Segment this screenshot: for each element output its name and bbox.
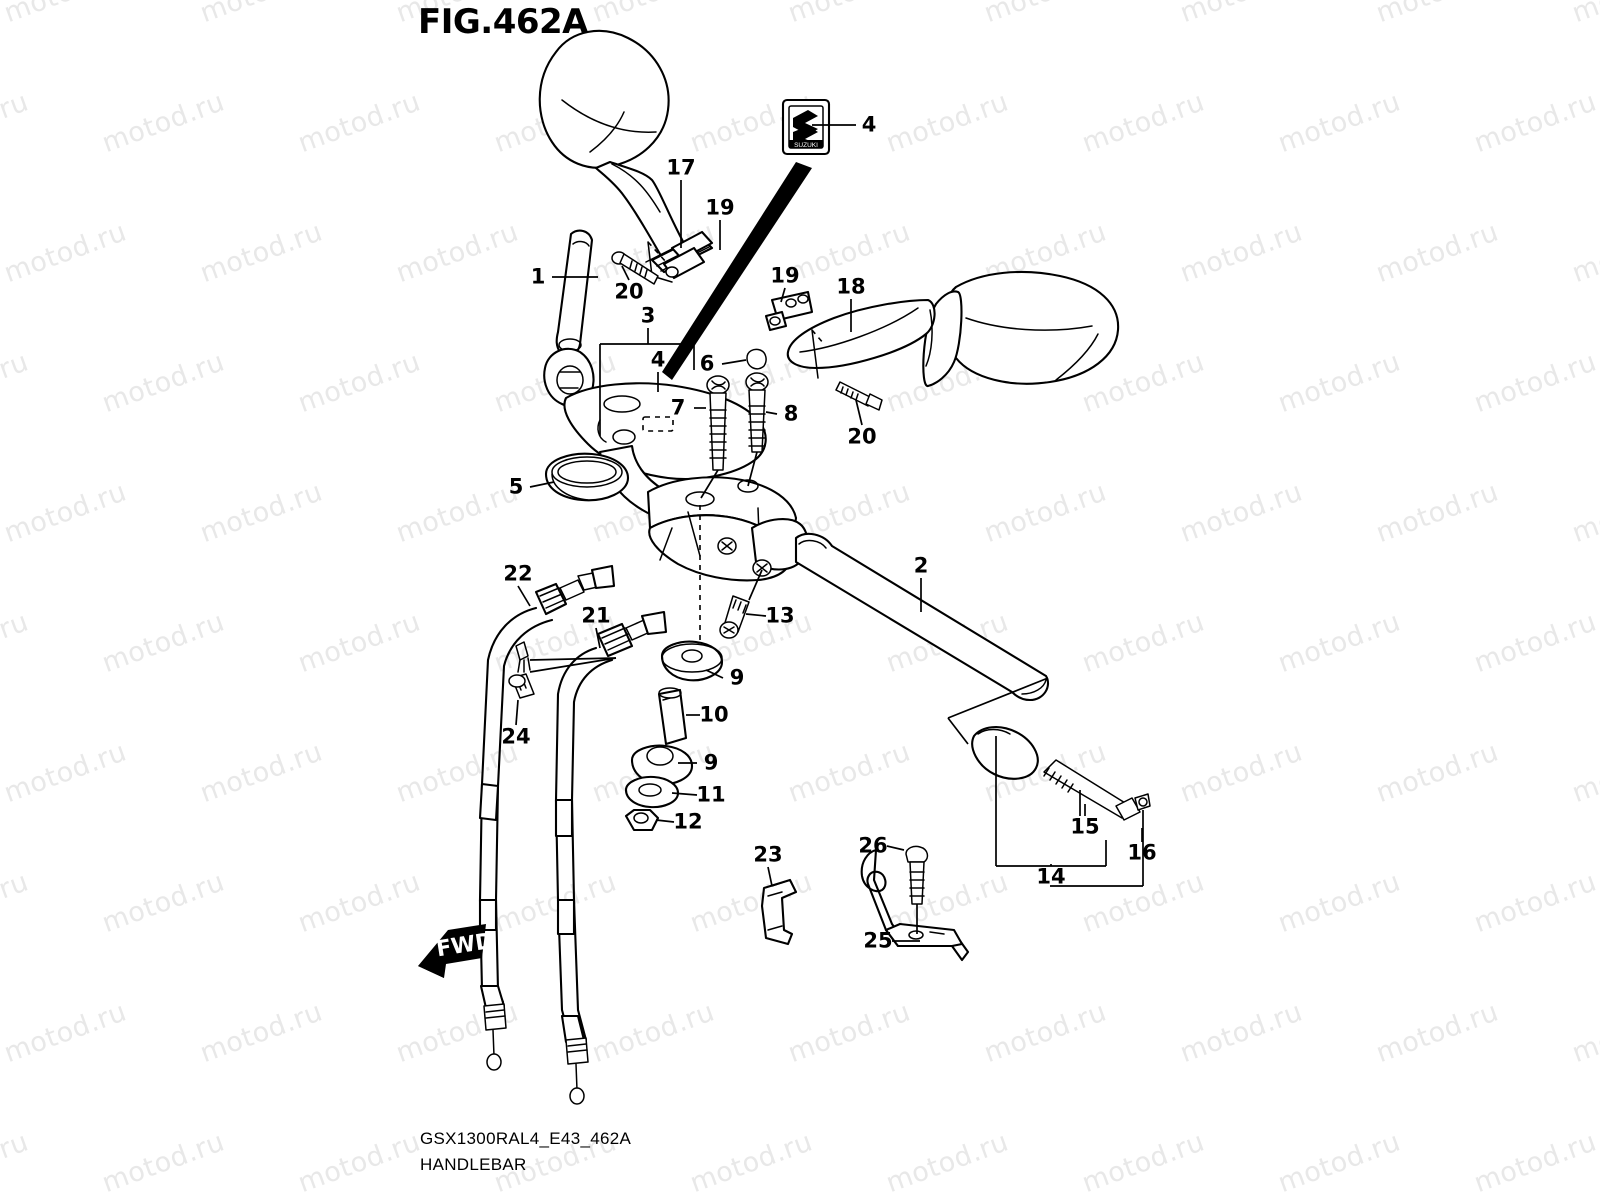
callout-cushion-upper: 9: [729, 665, 745, 690]
callout-cable-throttle-pull: 21: [581, 603, 611, 628]
washer-part: [624, 775, 680, 809]
callout-emblem-suzuki-mount: 4: [650, 347, 666, 372]
figure-footer: GSX1300RAL4_E43_462A HANDLEBAR: [420, 1126, 631, 1178]
screw-part: [719, 569, 763, 639]
callout-seal-ring: 5: [508, 474, 524, 499]
collar-part: [657, 687, 688, 746]
callout-nut: 12: [673, 809, 703, 834]
callout-handlebar-holder: 3: [640, 303, 656, 328]
callout-handlebar-right: 2: [913, 553, 929, 578]
callout-washer: 11: [696, 782, 726, 807]
mirror-left-assembly: [538, 29, 714, 283]
cap-part: [746, 348, 767, 370]
callout-bolt-long: 7: [670, 395, 686, 420]
callout-collar: 10: [699, 702, 729, 727]
figure-title: FIG.462A: [418, 2, 588, 42]
seal-ring: [544, 452, 630, 502]
bolt-short-part: [745, 372, 769, 487]
callout-cushion-lower: 9: [703, 750, 719, 775]
fwd-marker: FWD: [418, 924, 495, 978]
nut-part: [624, 808, 660, 832]
callout-cable-throttle-return: 22: [503, 561, 533, 586]
emblem-leader-stripe: [662, 162, 812, 380]
callout-bar-end-assembly: 14: [1036, 864, 1066, 889]
callout-cap: 6: [699, 351, 715, 376]
cable-throttle-return: [478, 564, 616, 1071]
bar-end-assembly: [971, 726, 1151, 887]
callout-bolt-mirror-left: 20: [614, 279, 644, 304]
callout-bolt-mirror-right: 20: [847, 424, 877, 449]
leader-24b: [529, 657, 617, 661]
callout-washer-bar-end: 16: [1127, 840, 1157, 865]
mirror-right-assembly: [764, 270, 1120, 388]
callout-clamp: 23: [753, 842, 783, 867]
svg-text:FWD: FWD: [435, 929, 496, 963]
footer-code: GSX1300RAL4_E43_462A: [420, 1129, 632, 1148]
callout-spacer-right: 19: [770, 263, 800, 288]
callout-spacer-left: 19: [705, 195, 735, 220]
clamp-part: [760, 878, 798, 946]
callout-bracket: 25: [863, 928, 893, 953]
bolt-bracket-part: [905, 845, 929, 934]
svg-text:SUZUKI: SUZUKI: [794, 142, 818, 149]
callout-mirror-right: 18: [836, 274, 866, 299]
bolt-long-part: [700, 375, 730, 499]
callout-bolt-bar-end: 15: [1070, 814, 1100, 839]
handlebar-right: [794, 532, 1050, 745]
bolt-mirror-right-part: [835, 381, 883, 411]
callout-leaders: [515, 124, 1143, 942]
callout-emblem-suzuki: 4: [861, 112, 877, 137]
bolt-mirror-left-part: [611, 251, 659, 285]
cable-throttle-pull: [554, 610, 668, 1105]
callout-screw: 13: [765, 603, 795, 628]
footer-name: HANDLEBAR: [420, 1155, 527, 1174]
callout-bolt-short: 8: [783, 401, 799, 426]
suzuki-emblem: SUZUKI: [781, 98, 831, 156]
leader-24: [529, 657, 617, 673]
callout-bolt-bracket: 26: [858, 833, 888, 858]
callout-mirror-left: 17: [666, 155, 696, 180]
callout-screw-cable: 24: [501, 724, 531, 749]
handlebar-grip-left: [555, 229, 594, 358]
cushion-upper-part: [660, 640, 724, 682]
callout-handlebar-grip-left: 1: [530, 264, 546, 289]
screw-cable-part: [508, 673, 535, 699]
